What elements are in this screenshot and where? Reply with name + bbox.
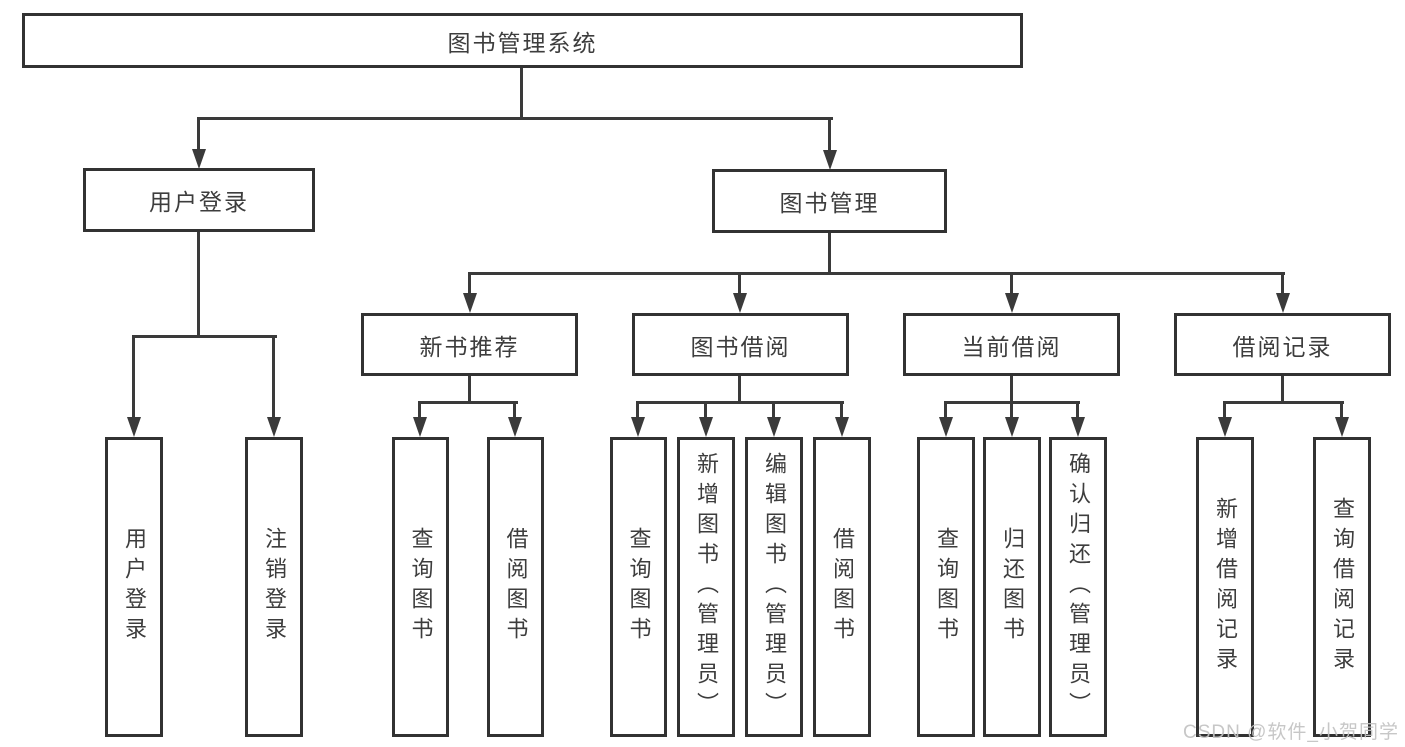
connector-line	[1010, 376, 1013, 404]
connector-line	[1281, 376, 1284, 404]
connector-line	[1340, 401, 1343, 419]
node-label: 图书管理系统	[447, 29, 598, 56]
leaf-borrow-books-1: 借阅图书	[487, 437, 544, 737]
node-label: 当前借阅	[961, 333, 1062, 360]
connector-line	[197, 232, 200, 338]
connector-arrow	[1004, 293, 1019, 313]
connector-arrow	[834, 417, 849, 437]
node-library-system: 图书管理系统	[22, 13, 1023, 68]
node-label: 图书管理	[779, 190, 880, 216]
node-book-management: 图书管理	[712, 169, 947, 233]
leaf-borrow-books-2: 借阅图书	[813, 437, 871, 737]
node-label: 确认归还（管理员）	[1066, 452, 1091, 722]
connector-line	[636, 401, 844, 404]
connector-line	[272, 335, 275, 419]
connector-line	[1076, 401, 1079, 419]
node-label: 查询图书	[934, 527, 959, 647]
connector-arrow	[412, 417, 427, 437]
leaf-edit-book-admin: 编辑图书（管理员）	[745, 437, 803, 737]
node-label: 借阅图书	[830, 527, 855, 647]
connector-line	[418, 401, 421, 419]
node-label: 新书推荐	[419, 333, 520, 360]
leaf-user-login: 用户登录	[105, 437, 163, 737]
connector-arrow	[507, 417, 522, 437]
connector-arrow	[698, 417, 713, 437]
connector-arrow	[1334, 417, 1349, 437]
connector-arrow	[266, 417, 281, 437]
connector-line	[468, 272, 1285, 275]
leaf-query-borrow-record: 查询借阅记录	[1313, 437, 1371, 737]
connector-line	[828, 117, 831, 151]
leaf-logout-login: 注销登录	[245, 437, 303, 737]
connector-line	[840, 401, 843, 419]
node-borrow-records: 借阅记录	[1174, 313, 1391, 376]
node-label: 编辑图书（管理员）	[762, 452, 787, 722]
leaf-confirm-return-admin: 确认归还（管理员）	[1049, 437, 1107, 737]
connector-line	[132, 335, 135, 419]
connector-arrow	[630, 417, 645, 437]
leaf-query-books-1: 查询图书	[392, 437, 449, 737]
connector-line	[1010, 272, 1013, 295]
node-book-borrow: 图书借阅	[632, 313, 849, 376]
node-label: 图书借阅	[690, 333, 791, 360]
node-label: 归还图书	[1000, 527, 1025, 647]
leaf-return-books: 归还图书	[983, 437, 1041, 737]
connector-arrow	[126, 417, 141, 437]
node-user-login: 用户登录	[83, 168, 315, 232]
leaf-add-book-admin: 新增图书（管理员）	[677, 437, 735, 737]
connector-arrow	[1070, 417, 1085, 437]
connector-arrow	[938, 417, 953, 437]
csdn-watermark: CSDN @软件_小贺同学	[1183, 722, 1399, 743]
connector-arrow	[1275, 293, 1290, 313]
node-label: 用户登录	[122, 527, 147, 647]
connector-line	[704, 401, 707, 419]
connector-line	[944, 401, 947, 419]
connector-line	[468, 376, 471, 404]
connector-arrow	[766, 417, 781, 437]
connector-line	[513, 401, 516, 419]
connector-arrow	[822, 150, 837, 170]
connector-line	[738, 272, 741, 295]
node-label: 查询图书	[626, 527, 652, 647]
node-label: 用户登录	[149, 189, 249, 215]
connector-arrow	[1004, 417, 1019, 437]
node-new-book-recommend: 新书推荐	[361, 313, 578, 376]
node-current-borrow: 当前借阅	[903, 313, 1120, 376]
connector-line	[132, 335, 277, 338]
node-label: 借阅图书	[503, 527, 529, 647]
connector-arrow	[732, 293, 747, 313]
connector-line	[636, 401, 639, 419]
node-label: 借阅记录	[1232, 333, 1333, 360]
connector-line	[738, 376, 741, 404]
connector-line	[418, 401, 518, 404]
connector-arrow	[1217, 417, 1232, 437]
connector-line	[1010, 401, 1013, 419]
node-label: 新增图书（管理员）	[694, 452, 719, 722]
leaf-query-books-3: 查询图书	[917, 437, 975, 737]
connector-line	[1223, 401, 1344, 404]
connector-arrow	[462, 293, 477, 313]
connector-line	[772, 401, 775, 419]
connector-line	[1281, 272, 1284, 295]
node-label: 查询借阅记录	[1330, 497, 1355, 677]
connector-line	[197, 117, 200, 151]
connector-line	[520, 68, 523, 120]
connector-line	[468, 272, 471, 295]
connector-arrow	[191, 149, 206, 169]
node-label: 查询图书	[408, 527, 434, 647]
connector-line	[828, 233, 831, 275]
leaf-query-books-2: 查询图书	[610, 437, 667, 737]
connector-line	[1223, 401, 1226, 419]
node-label: 新增借阅记录	[1213, 497, 1238, 677]
leaf-add-borrow-record: 新增借阅记录	[1196, 437, 1254, 737]
node-label: 注销登录	[262, 527, 287, 647]
connector-line	[197, 117, 833, 120]
